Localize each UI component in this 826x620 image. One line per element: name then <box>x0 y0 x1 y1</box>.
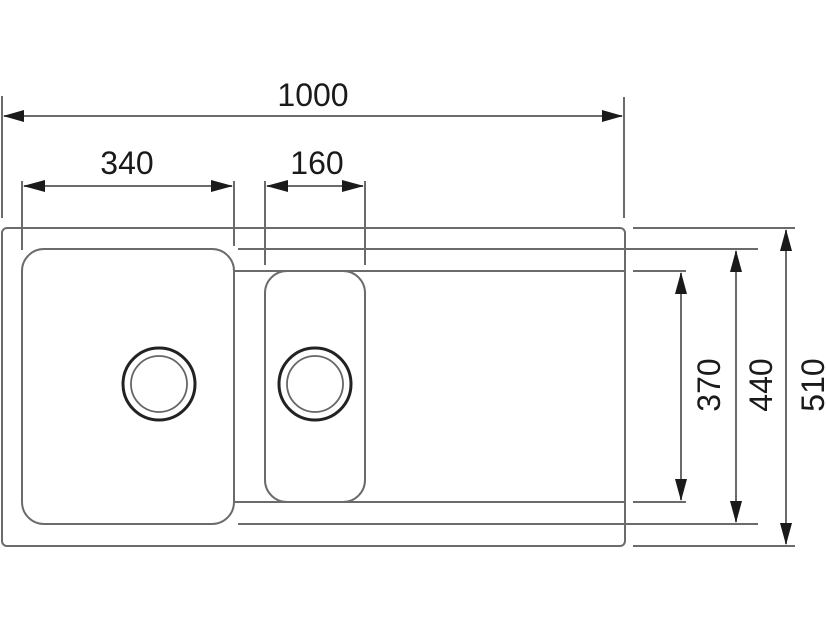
arrow-up-icon <box>675 272 687 294</box>
small-bowl-width-label: 160 <box>290 145 343 181</box>
overall-width-label: 1000 <box>277 77 348 113</box>
dimension-inner-bowl-depth: 370 <box>675 272 727 501</box>
arrow-up-icon <box>730 250 742 272</box>
arrow-left-icon <box>3 110 24 122</box>
arrow-down-icon <box>675 479 687 501</box>
drainer-lines <box>234 248 758 525</box>
outer-frame <box>1 227 626 547</box>
small-bowl-drain-inner-icon <box>286 355 344 413</box>
arrow-right-icon <box>342 180 364 192</box>
arrow-down-icon <box>730 501 742 523</box>
dimension-overall-depth: 510 <box>780 229 826 545</box>
top-extension-lines <box>1 96 625 265</box>
large-bowl <box>21 248 235 525</box>
large-bowl-width-label: 340 <box>100 145 153 181</box>
inner-bowl-depth-label: 370 <box>691 358 727 411</box>
dimension-large-bowl-width: 340 <box>23 145 233 192</box>
large-bowl-drain-inner-icon <box>130 355 188 413</box>
arrow-left-icon <box>266 180 288 192</box>
arrow-down-icon <box>780 523 792 545</box>
large-bowl-drain-outer-icon <box>121 346 197 422</box>
small-bowl-drain-outer-icon <box>277 346 353 422</box>
dimension-bowl-area-depth: 440 <box>730 250 779 523</box>
dimension-overall-width: 1000 <box>3 77 623 122</box>
arrow-up-icon <box>780 229 792 251</box>
bowl-area-depth-label: 440 <box>743 358 779 411</box>
dimension-small-bowl-width: 160 <box>266 145 364 192</box>
overall-depth-label: 510 <box>795 358 826 411</box>
right-extension-lines <box>633 227 795 547</box>
arrow-right-icon <box>602 110 623 122</box>
arrow-left-icon <box>23 180 45 192</box>
arrow-right-icon <box>211 180 233 192</box>
